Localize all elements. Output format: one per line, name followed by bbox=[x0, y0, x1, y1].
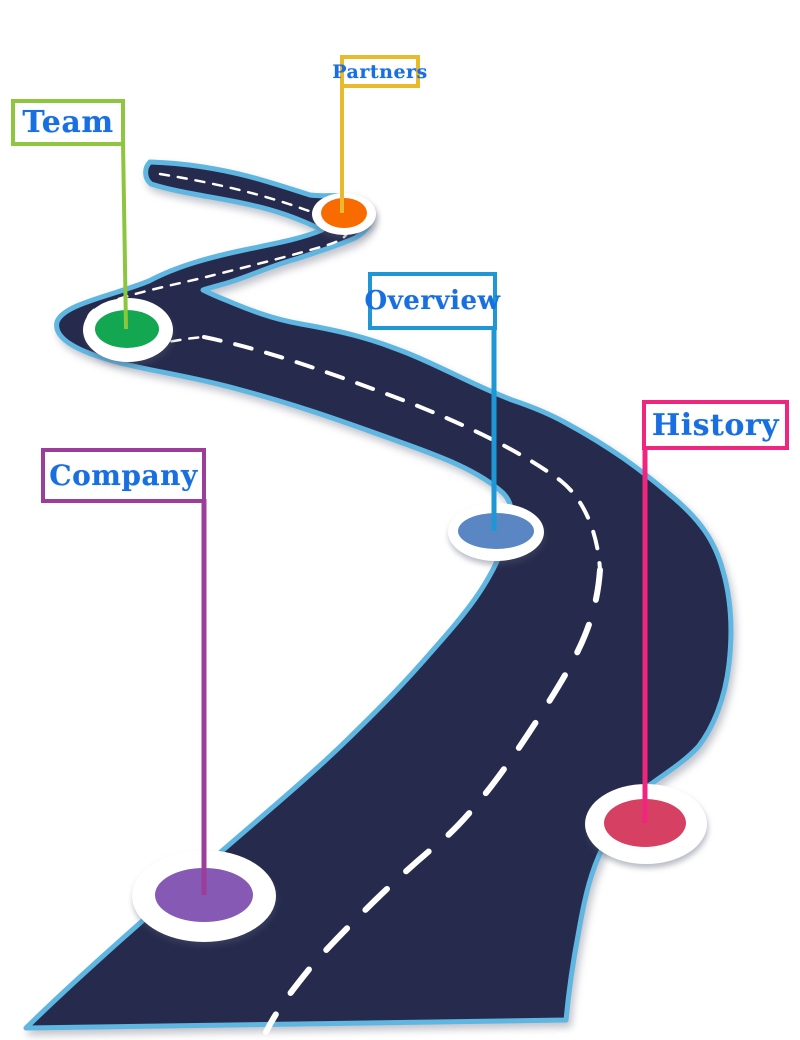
milestone-dot-team bbox=[95, 310, 159, 348]
road-centerline-bottom bbox=[263, 567, 603, 1035]
label-partners: Partners bbox=[332, 55, 427, 88]
label-overview: Overview bbox=[365, 272, 500, 330]
label-company: Company bbox=[41, 448, 206, 503]
label-history: History bbox=[642, 400, 789, 450]
milestone-pole-team bbox=[121, 141, 128, 330]
road-centerline-middle bbox=[202, 335, 602, 572]
road-shape bbox=[23, 159, 734, 1031]
label-team: Team bbox=[11, 99, 125, 146]
road-centerline-top bbox=[85, 172, 350, 347]
